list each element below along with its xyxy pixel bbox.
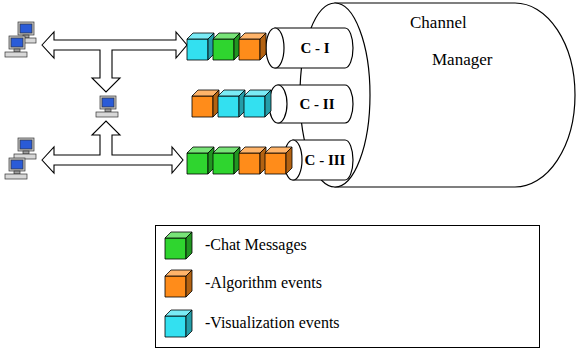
computer-icon <box>5 158 27 179</box>
message-cube <box>213 147 240 174</box>
legend-text: -Chat Messages <box>205 236 307 254</box>
message-cube <box>244 90 271 117</box>
channel-cylinder-label: C - I <box>284 33 346 63</box>
message-cube <box>239 33 266 60</box>
computer-icon <box>14 138 36 159</box>
message-cube <box>192 90 219 117</box>
manager-cylinder-body <box>335 3 575 187</box>
double-arrow <box>42 32 187 92</box>
channel-cylinder <box>266 28 353 68</box>
legend-text: -Algorithm events <box>205 274 322 292</box>
double-arrow <box>42 121 183 173</box>
message-cube <box>187 147 214 174</box>
legend-swatch <box>164 309 194 339</box>
legend-text: -Visualization events <box>205 314 340 332</box>
legend-swatch <box>164 231 194 261</box>
channel-cylinder <box>284 140 353 180</box>
node-text: C - II <box>299 96 334 113</box>
channel-cylinder-label: C - II <box>287 89 347 119</box>
legend-row: -Chat Messages <box>156 231 536 261</box>
computer-icon <box>5 36 27 57</box>
legend-swatch <box>164 269 194 299</box>
node-text: C - III <box>305 152 346 169</box>
message-cube <box>213 33 240 60</box>
node-text: Channel Manager <box>410 4 510 78</box>
channel-cylinder <box>269 85 353 123</box>
channel-cylinder-label: C - III <box>302 145 348 175</box>
legend-row: -Visualization events <box>156 309 536 339</box>
computer-icon <box>96 96 118 117</box>
legend-row: -Algorithm events <box>156 269 536 299</box>
manager-label: Channel Manager <box>410 4 510 78</box>
message-cube <box>265 147 292 174</box>
message-cube <box>187 33 214 60</box>
message-cube <box>218 90 245 117</box>
node-text: C - I <box>300 40 329 57</box>
message-cube <box>239 147 266 174</box>
legend-box: -Chat Messages -Algorithm events -Visualiz… <box>155 225 540 348</box>
